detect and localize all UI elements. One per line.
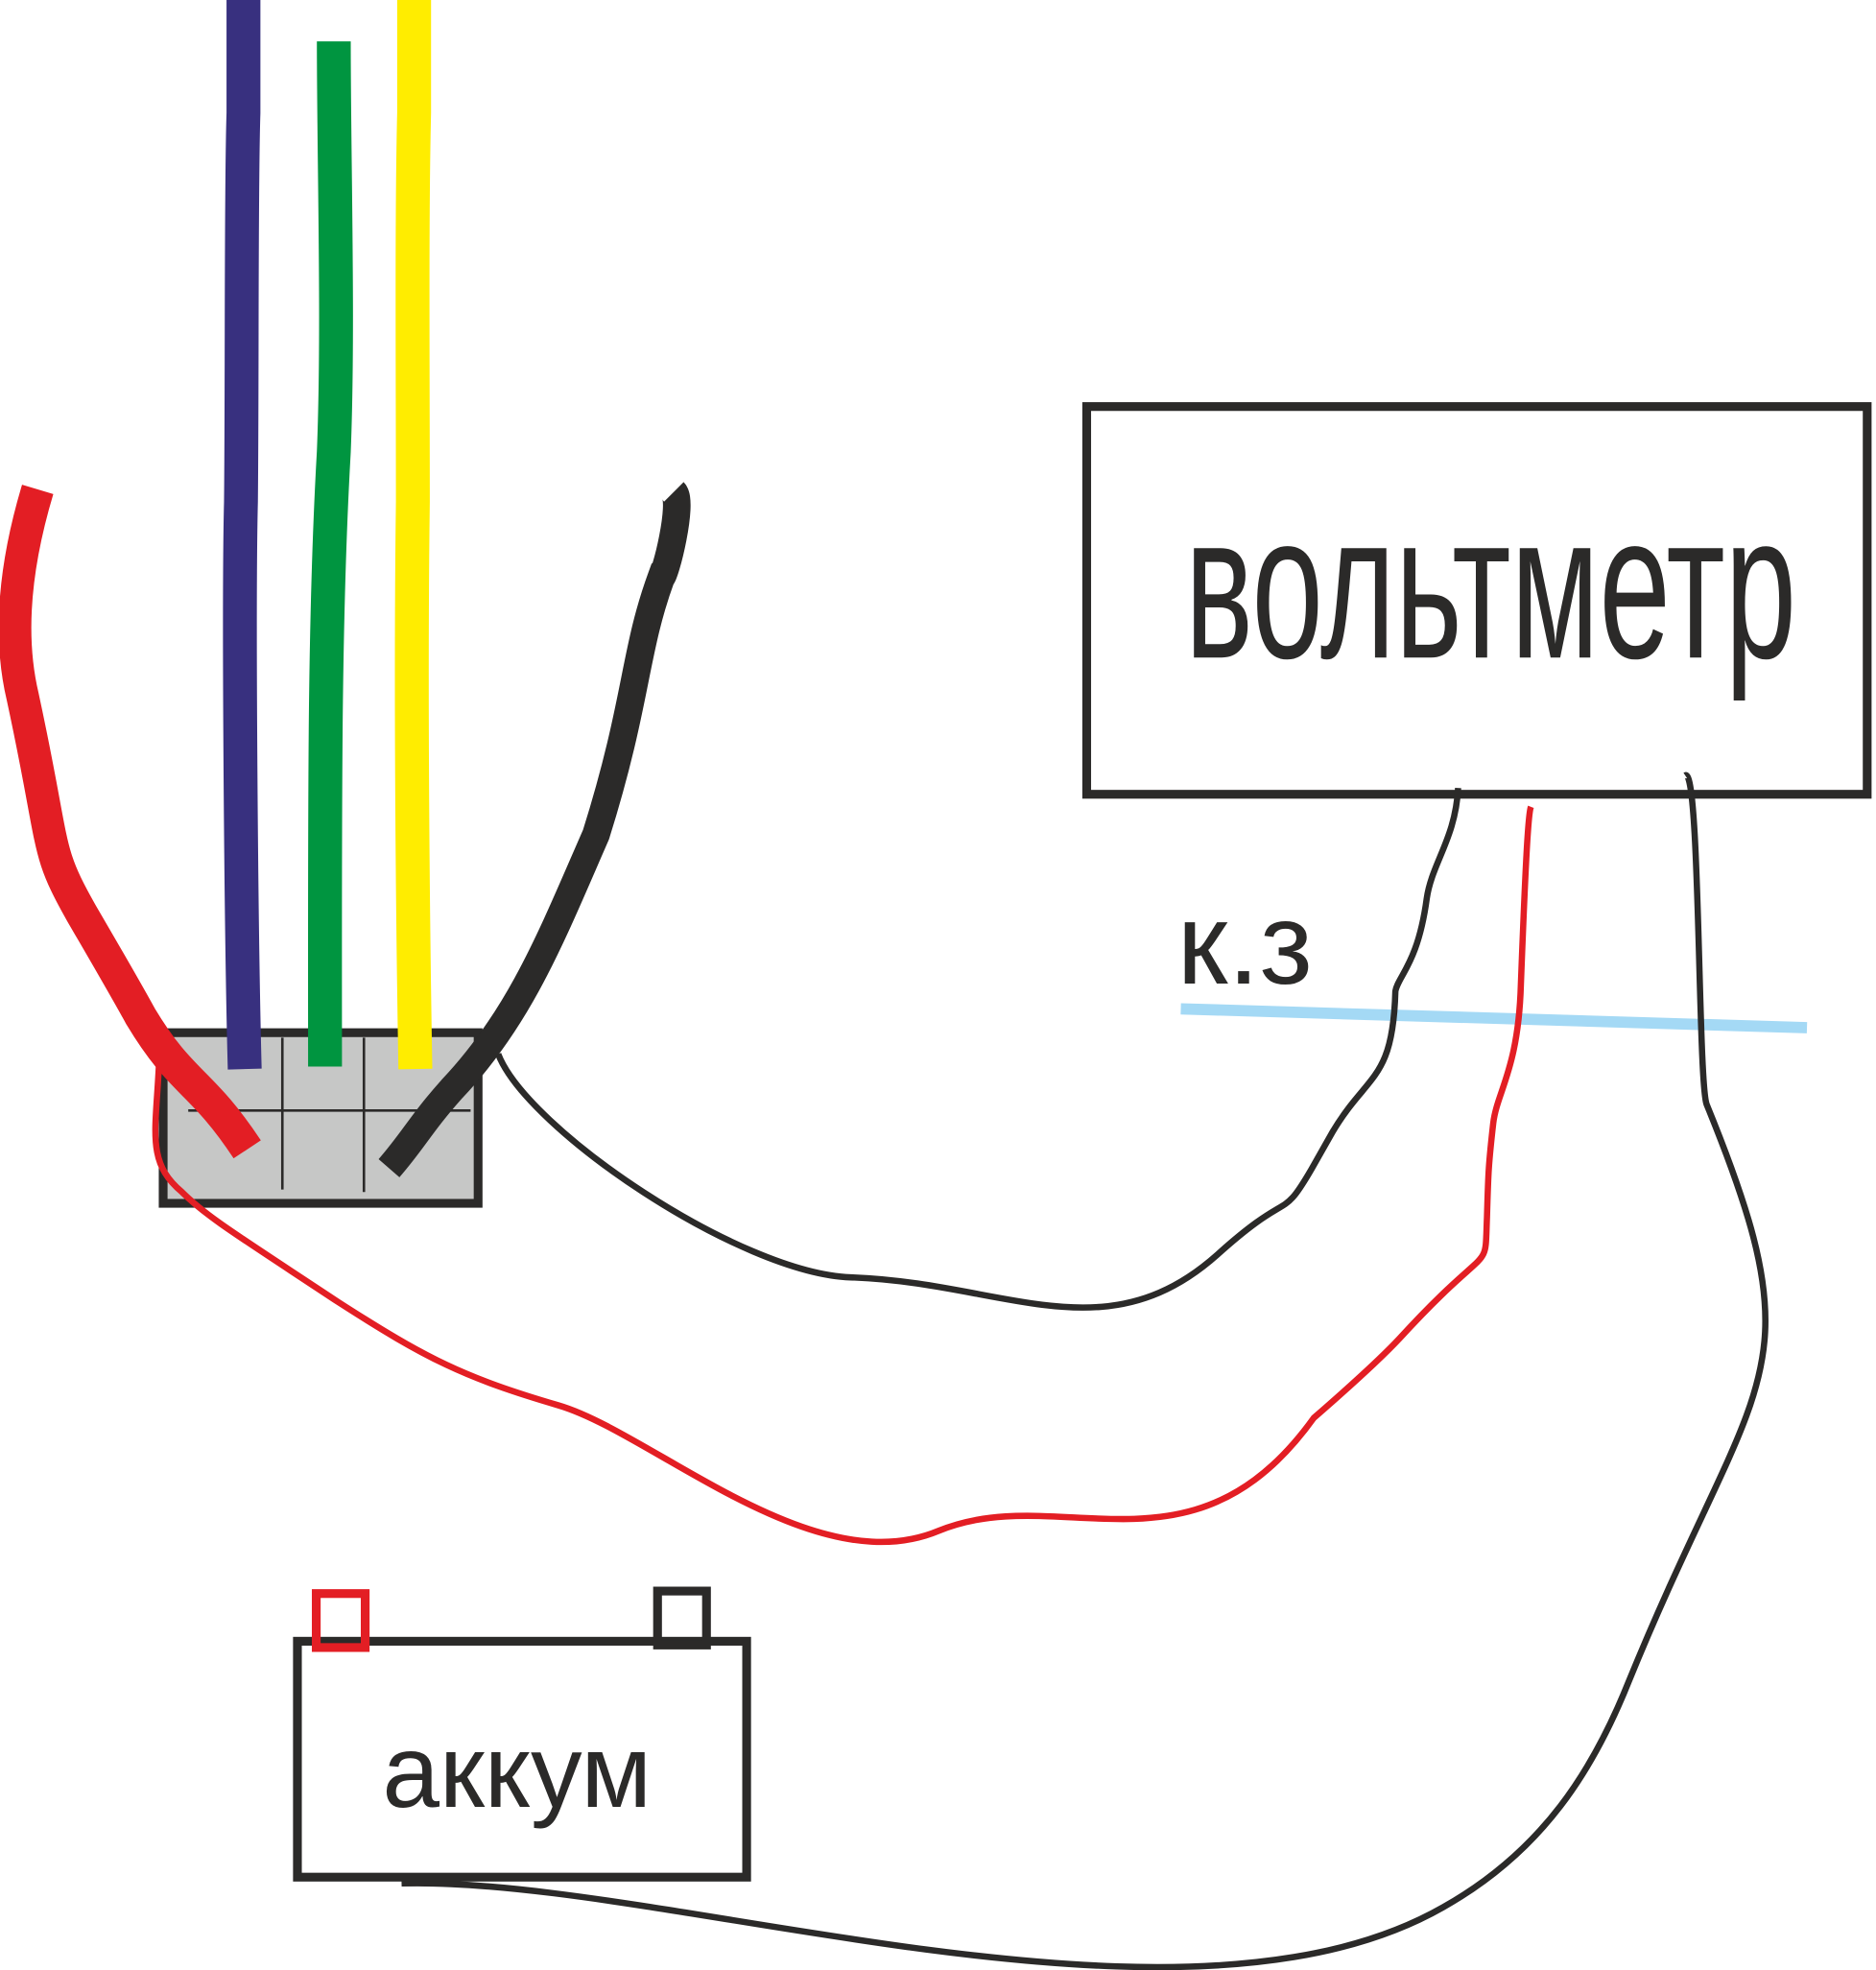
battery-positive-terminal	[311, 1589, 370, 1652]
short-circuit-line	[1180, 1003, 1808, 1033]
battery-negative-terminal	[653, 1586, 711, 1650]
black-wire-connector-to-voltmeter	[495, 788, 1461, 1311]
short-circuit-label: к.з	[1177, 880, 1313, 1009]
black-thick-wire	[378, 482, 691, 1177]
blue-wire	[223, 0, 262, 1070]
black-wire-battery-to-voltmeter	[401, 771, 1769, 1970]
yellow-wire	[394, 0, 433, 1070]
red-wire-connector-to-voltmeter	[152, 805, 1534, 1546]
battery-box	[293, 1636, 751, 1882]
battery-label: аккум	[382, 1714, 652, 1829]
red-thick-wire	[0, 485, 261, 1159]
voltmeter-label: вольтметр	[1185, 470, 1796, 702]
green-wire	[308, 41, 353, 1067]
voltmeter-box	[1081, 402, 1872, 799]
